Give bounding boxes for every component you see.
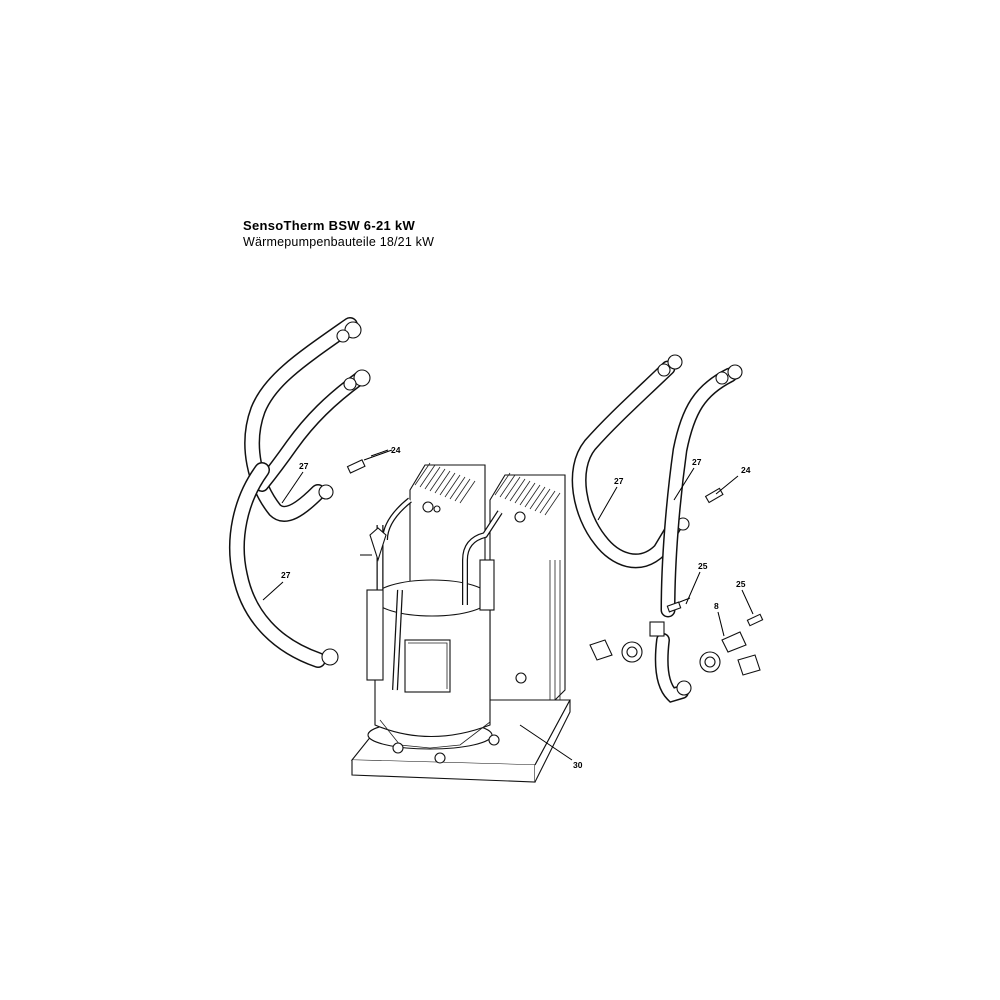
right-hose-left <box>571 354 690 569</box>
right-hose-right <box>660 364 743 618</box>
callout-27-right-right: 27 <box>692 457 702 467</box>
callout-27-left-lower: 27 <box>281 570 291 580</box>
callout-27-left-upper: 27 <box>299 461 309 471</box>
callout-25-right: 25 <box>736 579 746 589</box>
left-hose-middle <box>255 369 371 492</box>
callout-8: 8 <box>714 601 719 611</box>
fittings-group <box>589 597 764 676</box>
page-subtitle: Wärmepumpenbauteile 18/21 kW <box>243 235 435 249</box>
left-hose-lower <box>228 462 339 668</box>
refrigerant-piping <box>360 497 503 691</box>
callout-27-right-left: 27 <box>614 476 624 486</box>
callout-25-left: 25 <box>698 561 708 571</box>
callout-30: 30 <box>573 760 583 770</box>
page-title: SensoTherm BSW 6-21 kW <box>243 218 416 233</box>
left-hose-upper <box>244 317 362 522</box>
callout-24-left: 24 <box>391 445 401 455</box>
heat-exchanger-right <box>489 472 566 706</box>
bolt-part-24-left <box>346 449 393 474</box>
leader-lines <box>262 449 754 761</box>
title-block: SensoTherm BSW 6-21 kW Wärmepumpenbautei… <box>243 218 434 249</box>
right-hose-short <box>654 633 692 703</box>
callout-24-right: 24 <box>741 465 751 475</box>
compressor <box>367 579 500 764</box>
